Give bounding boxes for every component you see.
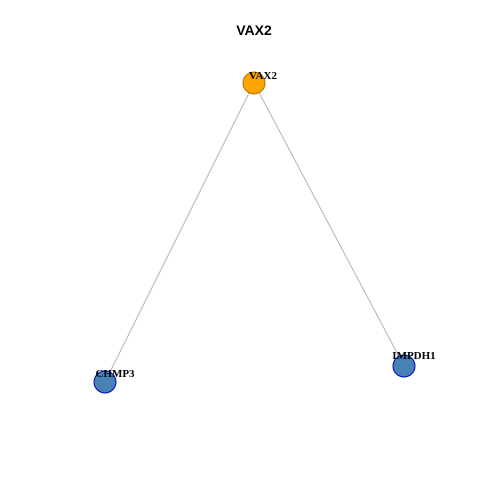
node-vax2[interactable] (242, 71, 266, 95)
node-label-chmp3: CHMP3 (95, 368, 135, 380)
node-label-impdh1: IMPDH1 (392, 350, 435, 362)
nodes-layer (93, 71, 416, 394)
edge-vax2-impdh1 (253, 82, 405, 367)
edge-vax2-chmp3 (104, 82, 255, 383)
node-label-vax2: VAX2 (249, 70, 277, 82)
edges-layer (104, 82, 405, 383)
diagram-title: VAX2 (236, 22, 272, 38)
node-impdh1[interactable] (392, 354, 416, 378)
node-chmp3[interactable] (93, 370, 117, 394)
